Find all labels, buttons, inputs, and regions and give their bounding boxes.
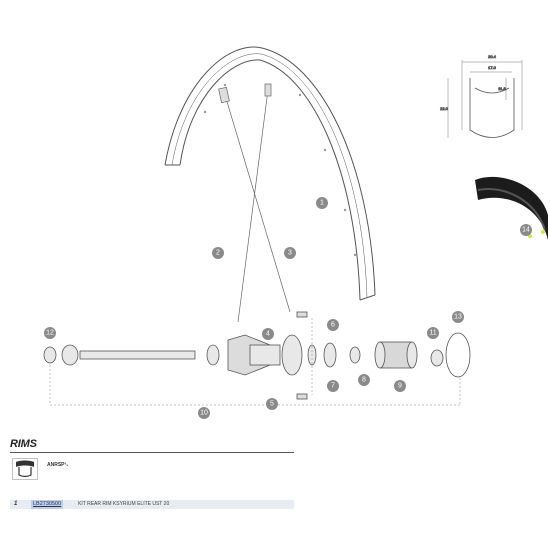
part-code-link[interactable]: LB2730500 [31,500,64,509]
callout-spacer: 8 [358,374,370,386]
svg-text:7: 7 [331,383,335,390]
svg-text:6: 6 [331,322,335,329]
svg-text:13: 13 [454,314,462,321]
callout-hub-body: 5 [266,398,278,410]
section-title: RIMS [10,438,37,450]
tyre-standard-label: ANRSP³₁ [47,462,69,468]
callout-rim-tape: 14 [520,224,532,236]
table-row [10,500,294,509]
callout-axle-kit: 10 [198,407,210,419]
profile-width-top: 20.4 [488,54,497,59]
callout-spoke-b: 3 [284,247,296,259]
svg-text:12: 12 [46,330,54,337]
tubeless-tyre-icon [12,458,38,480]
svg-text:3: 3 [288,250,292,257]
callout-end-cap-right: 11 [427,327,439,339]
callout-hub-end-left: 12 [44,327,56,339]
spokes [218,83,291,323]
profile-inner-depth: 11.8 [498,86,506,91]
rim-profile-section: 20.4 17.0 22.0 11.8 [440,54,523,138]
svg-text:9: 9 [398,383,402,390]
rim-tape-image [475,176,548,240]
svg-text:11: 11 [429,330,436,337]
svg-text:2: 2 [216,250,220,257]
svg-text:10: 10 [200,410,208,417]
leader-lines [49,318,461,406]
callout-bearing-cap: 6 [327,319,339,331]
section-divider [10,452,294,453]
svg-text:14: 14 [522,227,530,234]
callout-freehub: 9 [394,380,406,392]
exploded-wheel-diagram: 20.4 17.0 22.0 11.8 [43,46,548,419]
svg-text:5: 5 [270,401,274,408]
callout-nipple: 4 [262,328,274,340]
svg-text:8: 8 [362,377,366,384]
callout-rim: 1 [316,197,328,209]
part-description: KIT REAR RIM KSYRIUM ELITE UST 20 [78,501,170,507]
profile-depth: 22.0 [440,106,449,111]
svg-text:1: 1 [320,200,324,207]
item-number: 1 [14,501,18,507]
rim [164,46,376,301]
hub-assembly [43,311,471,400]
callout-seal-ring: 13 [452,311,464,323]
profile-width-inner: 17.0 [488,65,497,70]
callout-lock-ring: 7 [327,380,339,392]
svg-text:4: 4 [266,331,270,338]
callout-spoke-a: 2 [212,247,224,259]
